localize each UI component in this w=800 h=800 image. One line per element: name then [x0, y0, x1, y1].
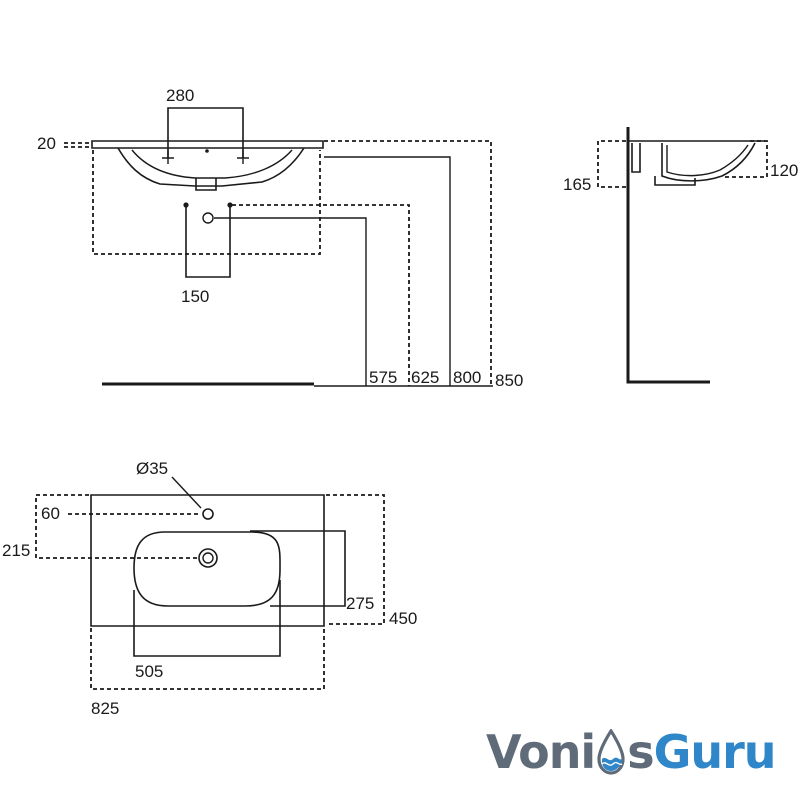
dim-20-line [64, 142, 92, 148]
top-waste-outer [198, 548, 218, 568]
dim-850-label: 850 [495, 371, 523, 390]
logo-text-guru: Guru [653, 725, 777, 779]
dim-825-label: 825 [91, 699, 119, 718]
dim-800-label: 800 [453, 368, 481, 387]
dim-625-leader [232, 204, 410, 386]
top-tap-hole [202, 508, 214, 520]
dim-120-line [722, 140, 768, 178]
dim-800-leader [324, 156, 451, 386]
side-bowl-inner [666, 144, 749, 177]
dim-tap-hole-leader [171, 476, 202, 509]
side-view: 165 120 [563, 127, 798, 384]
dim-215-label: 215 [2, 541, 30, 560]
dim-450-label: 450 [389, 609, 417, 628]
front-view: 280 20 150 575 625 800 850 [37, 86, 523, 390]
dim-20-label: 20 [37, 134, 56, 153]
logo-text-voni: Voni [486, 725, 596, 779]
dim-825-line [90, 628, 325, 690]
dim-505-label: 505 [135, 662, 163, 681]
dim-850-leader [324, 140, 492, 386]
dim-450-line [326, 494, 385, 625]
dim-215-line [35, 494, 199, 559]
dim-120-label: 120 [770, 161, 798, 180]
front-cabinet-outline [92, 150, 321, 255]
waste-point [202, 212, 214, 224]
dim-575-leader [214, 217, 367, 386]
top-bowl-outline [133, 531, 281, 607]
dim-625-label: 625 [411, 368, 439, 387]
front-waste-outlet [195, 178, 217, 191]
dim-275-label: 275 [346, 594, 374, 613]
front-bowl-profile [117, 147, 305, 187]
top-basin-outline [90, 494, 325, 627]
front-overflow [205, 149, 209, 153]
vonios-guru-logo: Voni s Guru [486, 722, 777, 782]
dim-tap-hole-label: Ø35 [136, 459, 168, 478]
water-drop-icon [597, 729, 625, 775]
dim-575-label: 575 [369, 368, 397, 387]
side-wall [626, 127, 710, 384]
side-waste [654, 176, 696, 186]
dim-165-label: 165 [563, 175, 591, 194]
logo-text-s: s [627, 725, 654, 779]
front-bowl-inner [131, 149, 293, 179]
front-basin-top [91, 140, 324, 149]
dim-275-line [250, 530, 346, 607]
dim-60-label: 60 [41, 504, 60, 523]
top-view: Ø35 60 215 275 450 505 825 [2, 459, 417, 718]
dim-505-line [133, 580, 281, 657]
dim-280-line [167, 107, 244, 158]
side-bowl-profile [661, 142, 756, 182]
dim-150-label: 150 [181, 287, 209, 306]
dim-165-line [597, 140, 628, 188]
dim-280-label: 280 [166, 86, 194, 105]
dim-150-line [185, 205, 231, 278]
top-waste-inner [202, 552, 214, 564]
side-tap [631, 143, 641, 173]
